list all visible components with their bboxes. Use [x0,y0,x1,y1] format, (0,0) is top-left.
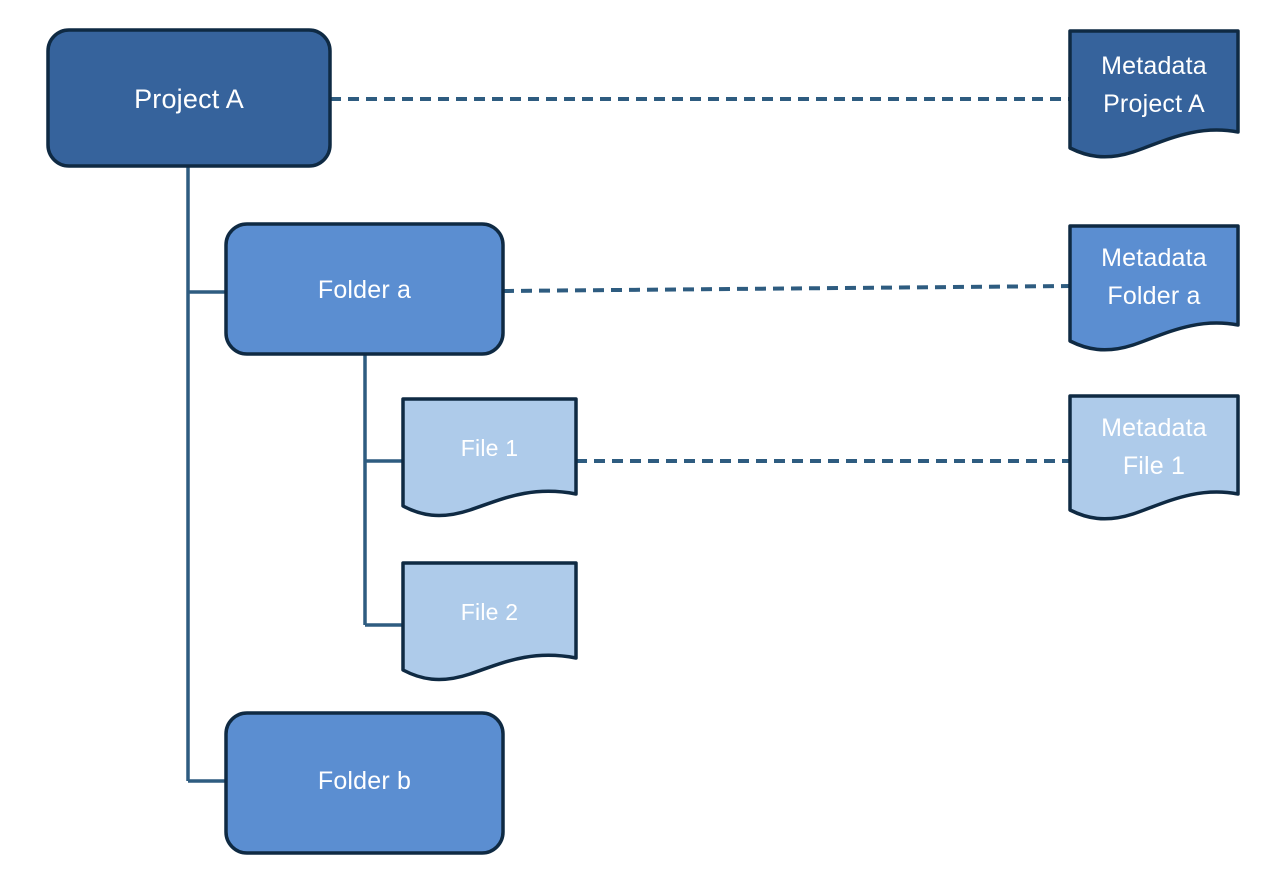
node-folder-a[interactable] [224,222,505,356]
node-folder-b[interactable] [224,711,505,855]
connector-folder-a-to-metadata [502,284,1071,293]
node-metadata-file-1[interactable] [1068,394,1240,521]
connector-group-dashed [330,97,1071,463]
node-metadata-folder-a[interactable] [1068,224,1240,352]
node-project-a[interactable] [46,28,332,168]
node-file-1[interactable] [401,397,578,518]
node-file-2[interactable] [401,561,578,682]
node-metadata-project-a[interactable] [1068,29,1240,159]
connector-group-solid [186,166,404,783]
